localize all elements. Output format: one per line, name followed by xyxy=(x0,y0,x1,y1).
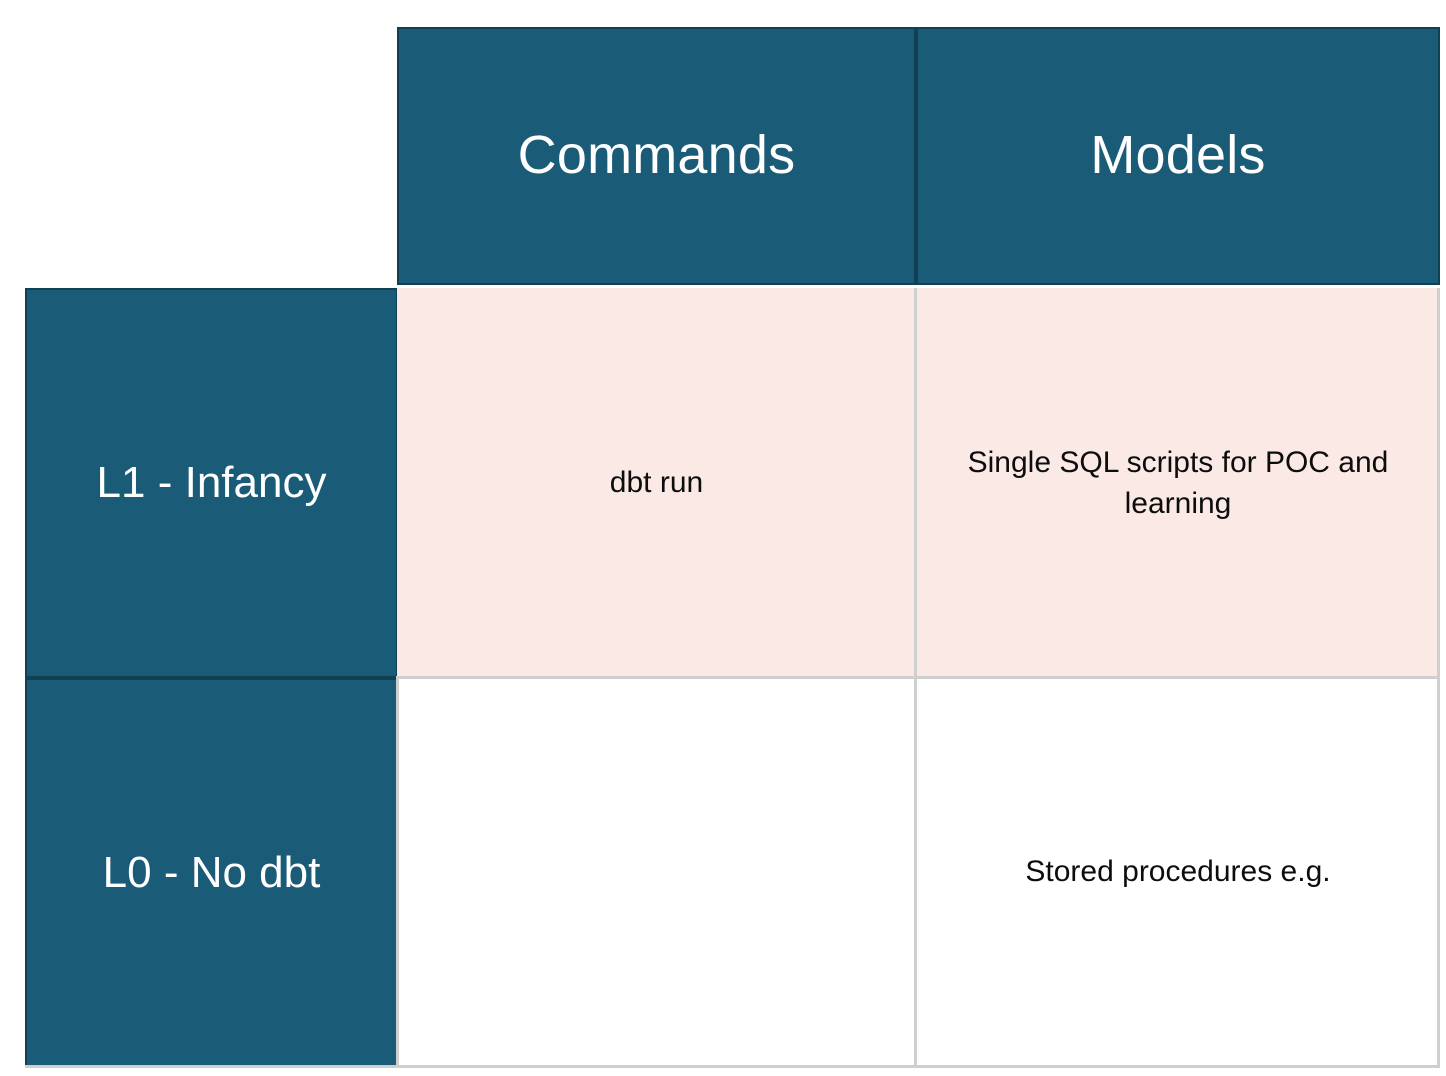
cell-l1-commands-text: dbt run xyxy=(609,466,704,500)
column-header-commands: Commands xyxy=(397,27,916,285)
column-header-models-label: Models xyxy=(1090,125,1266,186)
grid-line-horizontal-bottom xyxy=(25,1065,1440,1068)
row-header-l0-label: L0 - No dbt xyxy=(102,847,321,897)
row-header-l1: L1 - Infancy xyxy=(25,288,398,678)
cell-l0-models: Stored procedures e.g. xyxy=(916,678,1440,1066)
row-header-l1-label: L1 - Infancy xyxy=(96,457,327,507)
cell-l0-commands xyxy=(397,678,916,1066)
cell-l1-models: Single SQL scripts for POC and learning xyxy=(916,288,1440,678)
column-header-models: Models xyxy=(916,27,1440,285)
column-header-commands-label: Commands xyxy=(517,125,796,186)
row-header-l0: L0 - No dbt xyxy=(25,678,398,1068)
cell-l1-models-text: Single SQL scripts for POC and learning xyxy=(967,445,1389,520)
cell-l1-commands: dbt run xyxy=(397,288,916,678)
grid-line-horizontal-middle xyxy=(396,676,1440,679)
grid-line-vertical-left xyxy=(396,678,399,1068)
cell-l0-models-text: Stored procedures e.g. xyxy=(1025,855,1331,889)
